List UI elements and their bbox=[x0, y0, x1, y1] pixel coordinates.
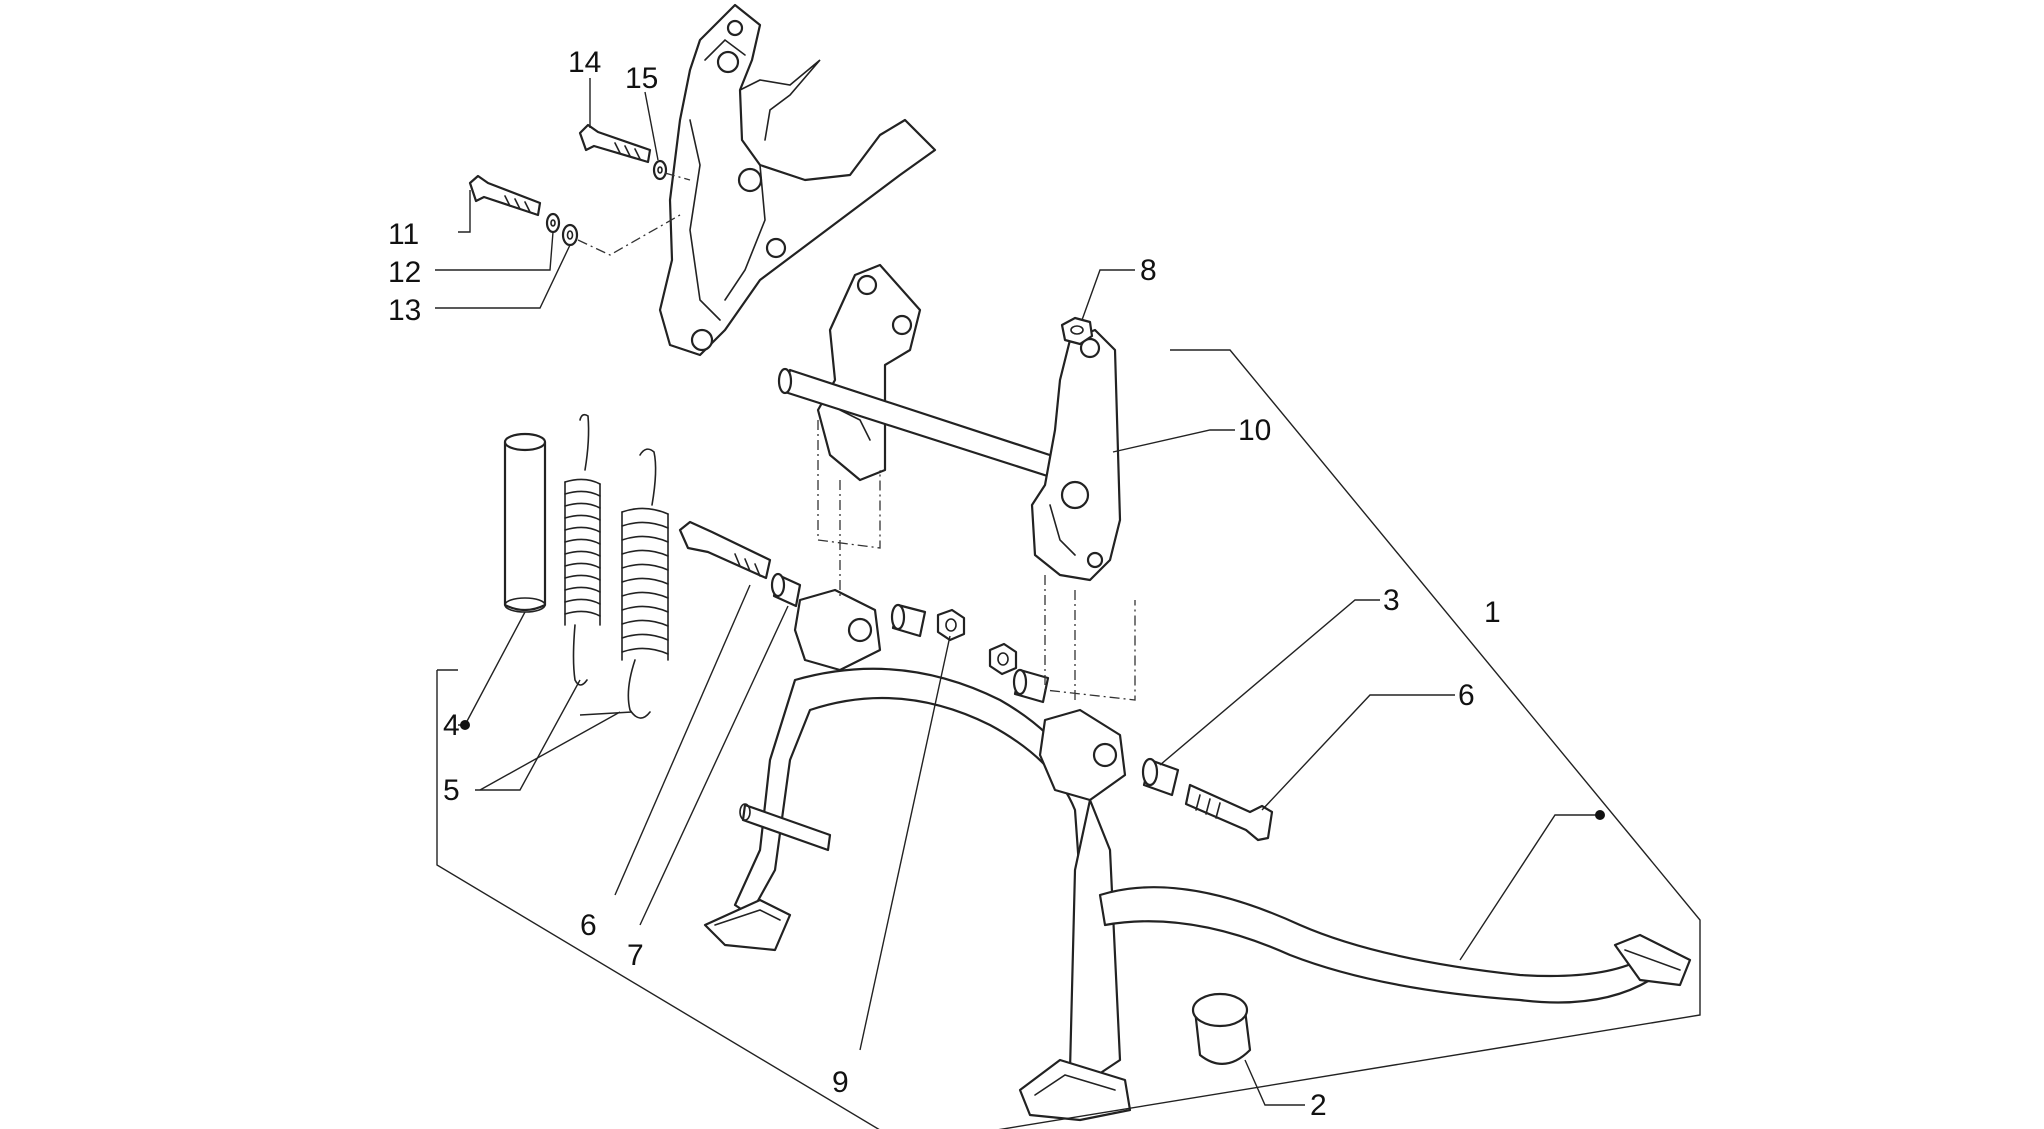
bolt-11-assembly bbox=[468, 174, 542, 217]
callouts: 14 15 11 12 13 8 10 3 1 6 4 5 6 7 9 2 bbox=[388, 46, 1501, 1122]
bolt-6-right bbox=[1184, 783, 1274, 842]
callout-15: 15 bbox=[625, 62, 658, 95]
washer-12 bbox=[545, 212, 561, 234]
sleeve-dot bbox=[460, 720, 470, 730]
callout-1: 1 bbox=[1484, 596, 1501, 629]
callout-10: 10 bbox=[1238, 414, 1271, 447]
washer-13 bbox=[561, 223, 579, 247]
pivot-bracket-assembly bbox=[777, 263, 1122, 582]
rubber-buffer-2 bbox=[1191, 992, 1252, 1065]
callout-3: 3 bbox=[1383, 584, 1400, 617]
callout-11: 11 bbox=[388, 218, 419, 251]
bushing-7 bbox=[770, 572, 802, 608]
callout-14: 14 bbox=[568, 46, 601, 79]
lever-dot bbox=[1595, 810, 1605, 820]
washer-15 bbox=[652, 159, 668, 181]
callout-6-right: 6 bbox=[1458, 679, 1475, 712]
bolt-6-left bbox=[678, 520, 772, 580]
callout-9: 9 bbox=[832, 1066, 849, 1099]
callout-8: 8 bbox=[1140, 254, 1157, 287]
spring-5 bbox=[621, 448, 669, 719]
nut-8 bbox=[1060, 316, 1094, 346]
callout-2: 2 bbox=[1310, 1089, 1327, 1122]
callout-12: 12 bbox=[388, 256, 421, 289]
bushing-3 bbox=[1141, 757, 1180, 797]
main-stand bbox=[703, 588, 1692, 1122]
nut-9 bbox=[936, 608, 966, 642]
spring-4 bbox=[564, 413, 601, 686]
frame-bracket bbox=[658, 3, 937, 357]
callout-6-left: 6 bbox=[580, 909, 597, 942]
bolt-14-assembly bbox=[578, 123, 652, 164]
nut-right bbox=[988, 642, 1018, 676]
bushing-left bbox=[890, 603, 927, 638]
callout-7: 7 bbox=[627, 939, 644, 972]
callout-13: 13 bbox=[388, 294, 421, 327]
callout-5: 5 bbox=[443, 774, 460, 807]
callout-4: 4 bbox=[443, 709, 460, 742]
spring-sleeve bbox=[503, 432, 547, 613]
bushing-right bbox=[1012, 668, 1050, 704]
